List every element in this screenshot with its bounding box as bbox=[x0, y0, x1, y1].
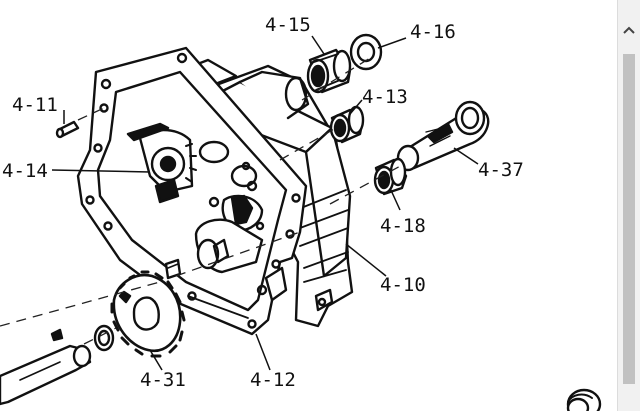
exploded-parts-diagram: 4-15 4-16 4-11 4-13 4-14 4-37 4-18 4-10 … bbox=[0, 14, 602, 411]
label-4-16: 4-16 bbox=[410, 21, 456, 43]
output-shaft bbox=[0, 344, 92, 406]
centre-lines bbox=[0, 57, 405, 345]
chevron-up-icon[interactable] bbox=[621, 22, 637, 38]
label-4-10: 4-10 bbox=[380, 274, 426, 296]
label-4-14: 4-14 bbox=[2, 160, 48, 182]
label-4-18: 4-18 bbox=[380, 215, 426, 237]
needle-bearing-4-13 bbox=[329, 105, 365, 144]
label-4-12: 4-12 bbox=[250, 369, 296, 391]
dowel-pin-4-11 bbox=[55, 120, 80, 139]
spur-gear-4-31 bbox=[110, 270, 186, 358]
scroll-thumb[interactable] bbox=[623, 54, 635, 384]
label-4-31: 4-31 bbox=[140, 369, 186, 391]
vertical-scrollbar[interactable] bbox=[617, 0, 640, 411]
label-4-13: 4-13 bbox=[362, 86, 408, 108]
coupling-ring bbox=[566, 388, 602, 411]
part-labels: 4-15 4-16 4-11 4-13 4-14 4-37 4-18 4-10 … bbox=[2, 14, 524, 391]
sleeve-shaft-4-37 bbox=[396, 100, 490, 172]
needle-bearing-4-18 bbox=[373, 157, 408, 196]
label-4-37: 4-37 bbox=[478, 159, 524, 181]
small-parts-near-gear bbox=[50, 258, 182, 352]
needle-bearing-4-15 bbox=[306, 48, 352, 94]
label-4-15: 4-15 bbox=[265, 14, 311, 36]
label-4-11: 4-11 bbox=[12, 94, 58, 116]
washer-4-16 bbox=[349, 33, 383, 71]
leader-lines bbox=[51, 35, 479, 371]
internal-gear-assembly bbox=[126, 122, 288, 302]
